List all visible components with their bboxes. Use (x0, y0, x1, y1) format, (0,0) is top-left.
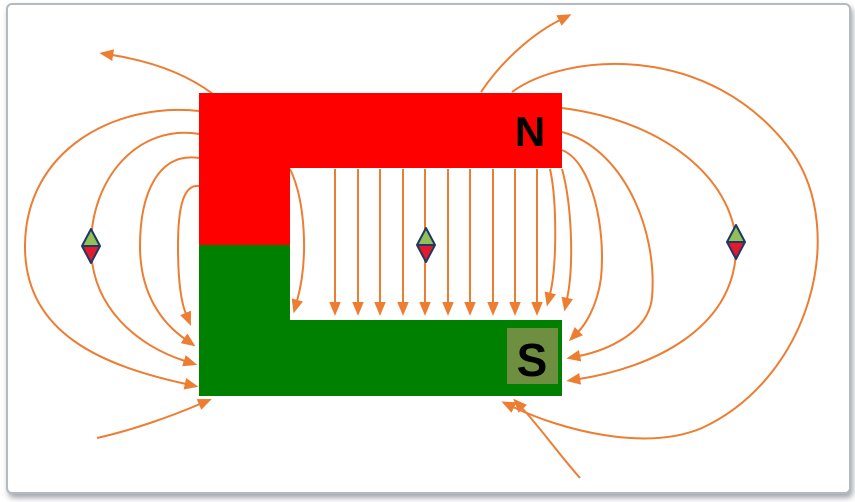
field-line-bottom-right (513, 398, 581, 479)
field-line-left-outer (23, 109, 200, 390)
field-line-gap-curved-right (544, 168, 557, 307)
compass-south-tip (727, 242, 745, 259)
compass-north-tip (82, 229, 100, 246)
compass-right-icon (726, 224, 746, 260)
field-line-top-left-arrow (99, 49, 214, 95)
field-lines-gap (289, 168, 573, 316)
compass-center-icon (416, 227, 436, 263)
field-line-left-innermost (176, 184, 200, 326)
field-line-right-inner (561, 149, 603, 342)
field-line-bottom-left-corner (96, 398, 212, 439)
compass-south-tip (82, 246, 100, 263)
south-label-badge (507, 328, 558, 384)
field-lines-left (23, 49, 214, 439)
south-pole-label: S (517, 334, 548, 386)
compass-north-tip (727, 225, 745, 242)
field-line-left-mid (89, 131, 200, 367)
field-line-top-right-arrow (480, 14, 572, 93)
field-line-left-inner (138, 156, 200, 347)
north-pole-label: N (515, 108, 545, 155)
field-line-right-outer (501, 62, 819, 440)
field-line-gap-corner-right (561, 168, 573, 312)
horseshoe-magnet: N S (199, 93, 562, 396)
compass-north-tip (417, 228, 435, 245)
compass-outline (726, 224, 746, 260)
compass-outline (81, 228, 101, 264)
magnet-south-arm (199, 245, 562, 396)
field-lines-right (480, 14, 819, 479)
field-line-gap-corner-left (289, 168, 306, 314)
magnet-north-arm (199, 93, 562, 245)
compass-outline (416, 227, 436, 263)
compass-south-tip (417, 245, 435, 262)
field-line-right-mid (561, 131, 654, 362)
compass-left-icon (81, 228, 101, 264)
